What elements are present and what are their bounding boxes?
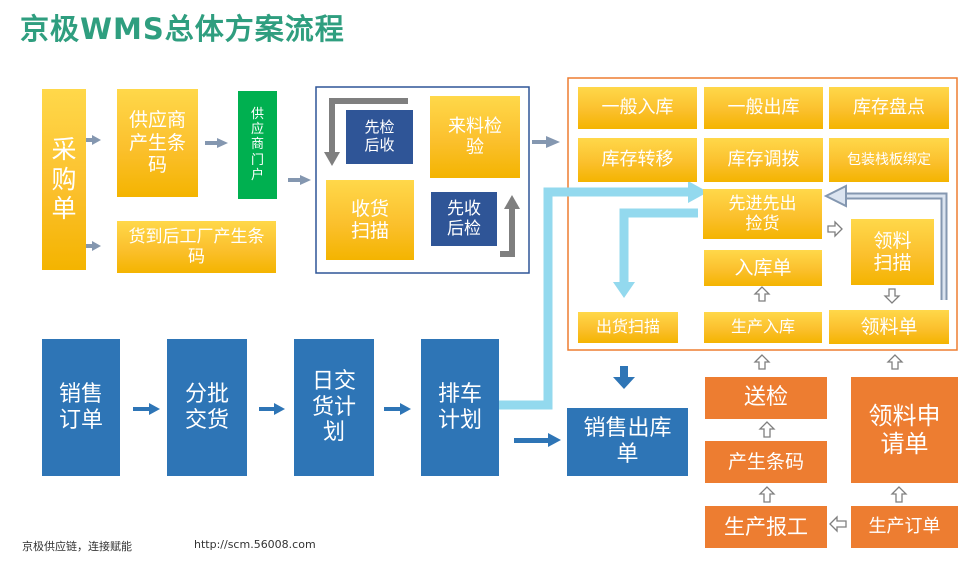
inbound-order-label: 入库单 [734, 256, 792, 279]
fifo-picking-box[interactable]: 先进先出捡货 [703, 189, 822, 239]
inspect-first-label: 先检后收 [364, 118, 395, 154]
supplier-portal-box[interactable]: 供应商门户 [238, 91, 277, 199]
stock-count-box[interactable]: 库存盘点 [829, 87, 949, 129]
receive-scan-label: 收货扫描 [350, 197, 389, 242]
receive-scan-box[interactable]: 收货扫描 [326, 180, 414, 260]
general-inbound-box[interactable]: 一般入库 [578, 87, 697, 129]
warehouse-frame [567, 77, 958, 351]
supplier-barcode-box[interactable]: 供应商产生条码 [117, 89, 198, 197]
sales-order-label: 销售订单 [58, 381, 103, 433]
footer-tagline: 京极供应链，连接赋能 [22, 540, 132, 553]
fifo-picking-label: 先进先出捡货 [728, 193, 797, 234]
dispatch-plan-box[interactable]: 排车计划 [421, 339, 499, 476]
material-order-label: 领料单 [860, 315, 918, 338]
inbound-order-box[interactable]: 入库单 [704, 250, 822, 286]
stock-allocation-box[interactable]: 库存调拨 [704, 138, 823, 182]
material-request-box[interactable]: 领料申请单 [851, 377, 958, 483]
dispatch-plan-label: 排车计划 [437, 381, 482, 433]
factory-barcode-box[interactable]: 货到后工厂产生条码 [117, 221, 276, 273]
batch-delivery-label: 分批交货 [184, 381, 229, 433]
flow-dispatch-to-picking-head [688, 181, 708, 203]
sales-outbound-box[interactable]: 销售出库单 [567, 408, 688, 476]
factory-barcode-label: 货到后工厂产生条码 [128, 226, 265, 267]
production-inbound-label: 生产入库 [730, 317, 795, 337]
material-inspection-label: 来料检验 [448, 115, 502, 158]
shipping-scan-label: 出货扫描 [595, 317, 660, 337]
material-scan-box[interactable]: 领料扫描 [851, 219, 934, 285]
general-outbound-box[interactable]: 一般出库 [704, 87, 823, 129]
stock-transfer-label: 库存转移 [601, 149, 674, 171]
supplier-portal-label: 供应商门户 [250, 106, 264, 183]
material-order-box[interactable]: 领料单 [829, 310, 949, 344]
batch-delivery-box[interactable]: 分批交货 [167, 339, 247, 476]
stock-transfer-box[interactable]: 库存转移 [578, 138, 697, 182]
purchase-order-label: 采购单 [51, 135, 77, 224]
daily-delivery-plan-box[interactable]: 日交货计划 [294, 339, 374, 476]
material-request-label: 领料申请单 [868, 401, 941, 458]
sales-order-box[interactable]: 销售订单 [42, 339, 120, 476]
purchase-order-box[interactable]: 采购单 [42, 89, 86, 270]
general-outbound-label: 一般出库 [727, 97, 800, 119]
material-inspection-box[interactable]: 来料检验 [430, 96, 520, 178]
send-inspection-label: 送检 [743, 385, 788, 411]
general-inbound-label: 一般入库 [601, 97, 674, 119]
send-inspection-box[interactable]: 送检 [705, 377, 827, 419]
production-order-box[interactable]: 生产订单 [851, 506, 958, 548]
receive-first-label: 先收后检 [447, 198, 481, 239]
shipping-scan-box[interactable]: 出货扫描 [578, 312, 678, 343]
supplier-barcode-label: 供应商产生条码 [129, 109, 187, 177]
pallet-binding-label: 包装栈板绑定 [847, 151, 931, 168]
production-order-label: 生产订单 [868, 516, 941, 538]
stock-allocation-label: 库存调拨 [727, 149, 800, 171]
generate-barcode-label: 产生条码 [727, 450, 804, 473]
receiving-frame [315, 86, 530, 274]
daily-delivery-plan-label: 日交货计划 [311, 368, 356, 446]
production-report-label: 生产报工 [724, 514, 808, 539]
receive-first-box[interactable]: 先收后检 [431, 192, 497, 246]
pallet-binding-box[interactable]: 包装栈板绑定 [829, 138, 949, 182]
generate-barcode-box[interactable]: 产生条码 [705, 441, 827, 483]
material-scan-label: 领料扫描 [873, 229, 912, 274]
page-title: 京极WMS总体方案流程 [20, 12, 345, 46]
flow-picking-to-shipping-head [613, 282, 635, 298]
sales-outbound-label: 销售出库单 [583, 416, 672, 467]
flow-dispatch-to-picking [498, 187, 692, 410]
stock-count-label: 库存盘点 [853, 97, 925, 119]
flow-picking-to-shipping [619, 208, 698, 286]
inspect-first-box[interactable]: 先检后收 [346, 110, 413, 164]
production-report-box[interactable]: 生产报工 [705, 506, 827, 548]
footer-url[interactable]: http://scm.56008.com [194, 538, 316, 551]
production-inbound-box[interactable]: 生产入库 [704, 312, 822, 343]
